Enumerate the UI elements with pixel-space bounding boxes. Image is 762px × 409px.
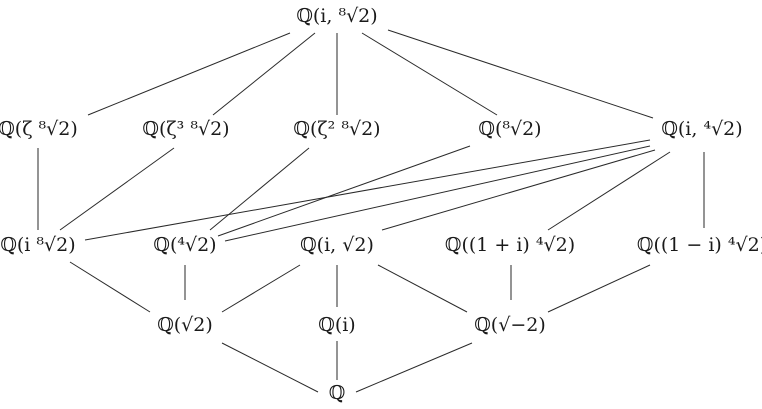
edge-ir4-isq bbox=[381, 149, 656, 231]
edge-top-zeta38 bbox=[212, 32, 316, 116]
node-onepi: ℚ((1 + i) ⁴√2) bbox=[445, 234, 575, 256]
node-zeta8: ℚ(ζ ⁸√2) bbox=[0, 118, 78, 140]
edge-top-r8 bbox=[361, 32, 498, 116]
edge-isq-sq2 bbox=[221, 264, 301, 313]
edge-zeta38-i8 bbox=[59, 147, 175, 231]
node-sqm2: ℚ(√−2) bbox=[474, 314, 546, 336]
node-top: ℚ(i, ⁸√2) bbox=[296, 5, 377, 27]
node-onemi: ℚ((1 − i) ⁴√2) bbox=[637, 234, 762, 256]
node-ir4: ℚ(i, ⁴√2) bbox=[661, 118, 742, 140]
node-zeta38: ℚ(ζ³ ⁸√2) bbox=[142, 118, 229, 140]
edge-i8-sq2 bbox=[69, 261, 151, 313]
edge-ir4-r4 bbox=[224, 145, 651, 242]
edge-isq-sqm2 bbox=[377, 264, 468, 313]
edge-ir4-i8 bbox=[84, 139, 651, 241]
edge-onemi-sqm2 bbox=[547, 264, 651, 313]
edge-zeta28-r4 bbox=[209, 147, 310, 231]
edge-r8-r4 bbox=[217, 145, 471, 237]
edge-top-zeta8 bbox=[87, 32, 291, 116]
node-qi: ℚ(i) bbox=[318, 314, 355, 336]
edge-sq2-q bbox=[221, 342, 319, 393]
node-i8: ℚ(i ⁸√2) bbox=[0, 234, 75, 256]
edge-top-ir4 bbox=[387, 29, 654, 119]
node-sq2: ℚ(√2) bbox=[157, 314, 213, 336]
node-zeta28: ℚ(ζ² ⁸√2) bbox=[293, 118, 380, 140]
edge-sqm2-q bbox=[355, 342, 473, 393]
node-q: ℚ bbox=[329, 382, 346, 404]
node-r4: ℚ(⁴√2) bbox=[153, 234, 216, 256]
node-r8: ℚ(⁸√2) bbox=[478, 118, 541, 140]
node-isq: ℚ(i, √2) bbox=[300, 234, 374, 256]
edge-ir4-onepi bbox=[547, 151, 671, 231]
edge-layer bbox=[37, 29, 705, 393]
node-layer: ℚ(i, ⁸√2) ℚ(ζ ⁸√2) ℚ(ζ³ ⁸√2) ℚ(ζ² ⁸√2) ℚ… bbox=[0, 5, 762, 404]
